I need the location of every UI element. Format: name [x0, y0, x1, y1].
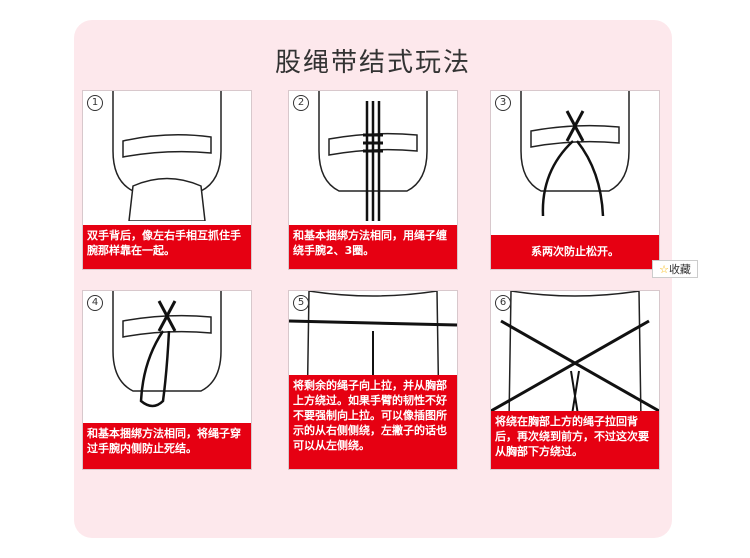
step-number: 2	[293, 95, 309, 111]
step-number: 5	[293, 295, 309, 311]
step-illustration-2	[318, 91, 428, 221]
step-number: 4	[87, 295, 103, 311]
favorite-button[interactable]: ☆收藏	[652, 260, 698, 278]
step-caption: 双手背后，像左右手相互抓住手腕那样靠在一起。	[83, 225, 251, 269]
step-illustration-1	[112, 91, 222, 221]
step-caption: 和基本捆绑方法相同，用绳子缠绕手腕2、3圈。	[289, 225, 457, 269]
step-caption: 系两次防止松开。	[491, 235, 659, 269]
step-number: 1	[87, 95, 103, 111]
step-number: 6	[495, 295, 511, 311]
step-illustration-4	[112, 291, 222, 408]
step-illustration-6	[491, 291, 659, 421]
star-icon: ☆	[659, 263, 669, 276]
step-panel-6: 6 将绕在胸部上方的绳子拉回背后，再次绕到前方，不过这次要从胸部下方绕过。	[490, 290, 660, 470]
instruction-card: 股绳带结式玩法 1 双手背后，像左右手相互抓住手腕那样靠在一起。 2 和基本捆绑…	[74, 20, 672, 538]
step-caption: 和基本捆绑方法相同，将绳子穿过手腕内侧防止死结。	[83, 423, 251, 469]
step-panel-3: 3 系两次防止松开。	[490, 90, 660, 270]
step-number: 3	[495, 95, 511, 111]
step-panel-1: 1 双手背后，像左右手相互抓住手腕那样靠在一起。	[82, 90, 252, 270]
step-caption: 将绕在胸部上方的绳子拉回背后，再次绕到前方，不过这次要从胸部下方绕过。	[491, 411, 659, 469]
step-panel-4: 4 和基本捆绑方法相同，将绳子穿过手腕内侧防止死结。	[82, 290, 252, 470]
favorite-label: 收藏	[668, 263, 691, 276]
step-caption: 将剩余的绳子向上拉，并从胸部上方绕过。如果手臂的韧性不好不要强制向上拉。可以像插…	[289, 375, 457, 469]
step-panel-5: 5 将剩余的绳子向上拉，并从胸部上方绕过。如果手臂的韧性不好不要强制向上拉。可以…	[288, 290, 458, 470]
step-panel-2: 2 和基本捆绑方法相同，用绳子缠绕手腕2、3圈。	[288, 90, 458, 270]
step-illustration-3	[520, 91, 630, 217]
page-title: 股绳带结式玩法	[274, 48, 471, 78]
